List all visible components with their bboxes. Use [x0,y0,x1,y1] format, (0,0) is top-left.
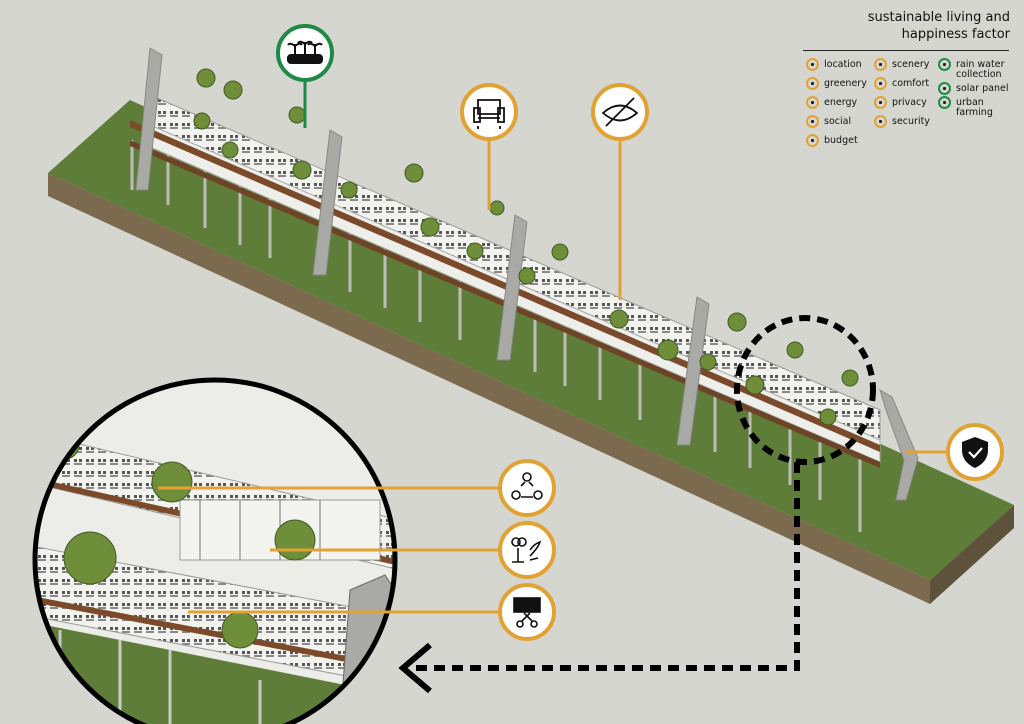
ground-slab [48,100,1014,604]
urban-farming-icon [938,96,951,109]
legend-item-budget: budget [806,134,858,147]
shield-check-icon [962,437,988,468]
hidden-eye-icon [601,97,639,127]
rain-water-icon [938,58,951,71]
zoom-indicator [416,315,876,671]
planter-icon [287,40,323,64]
legend-item-greenery: greenery [806,77,867,90]
privacy-callout [591,83,649,141]
arrowhead-icon [398,642,432,694]
legend-divider [803,50,1009,51]
legend-item-rain-water: rain water collection [938,58,1004,80]
comfort-callout [460,83,518,141]
social-icon [806,115,819,128]
budget-icon [806,134,819,147]
scenery-icon [874,58,887,71]
callout-leaders [158,80,948,614]
location-icon [806,58,819,71]
scissors-money-icon: $ [513,597,541,628]
people-network-icon [511,472,543,500]
detail-magnifier [32,377,398,724]
budget-callout: $ [498,583,556,641]
greenery-callout [498,521,556,579]
legend-item-solar-panel: solar panel [938,82,1009,95]
legend-item-security: security [874,115,930,128]
urban-farming-callout [276,24,334,82]
legend-item-energy: energy [806,96,857,109]
social-callout [498,459,556,517]
diagram-title: sustainable living and happiness factor [790,9,1010,43]
greenery-icon [806,77,819,90]
legend-item-comfort: comfort [874,77,929,90]
solar-panel-icon [938,82,951,95]
trees [193,68,859,426]
comfort-icon [874,77,887,90]
plant-hand-icon [511,537,542,563]
title-line-2: happiness factor [901,27,1010,42]
legend-item-social: social [806,115,851,128]
legend-item-location: location [806,58,862,71]
legend-item-scenery: scenery [874,58,929,71]
armchair-icon [473,99,505,129]
security-icon [874,115,887,128]
privacy-icon [874,96,887,109]
portal-frames [135,47,919,501]
title-line-1: sustainable living and [867,10,1010,25]
energy-icon [806,96,819,109]
legend: location greenery energy social budget s… [806,58,1021,158]
legend-item-urban-farming: urban farming [938,96,993,118]
svg-text:$: $ [524,601,530,612]
security-callout [946,423,1004,481]
legend-item-privacy: privacy [874,96,927,109]
